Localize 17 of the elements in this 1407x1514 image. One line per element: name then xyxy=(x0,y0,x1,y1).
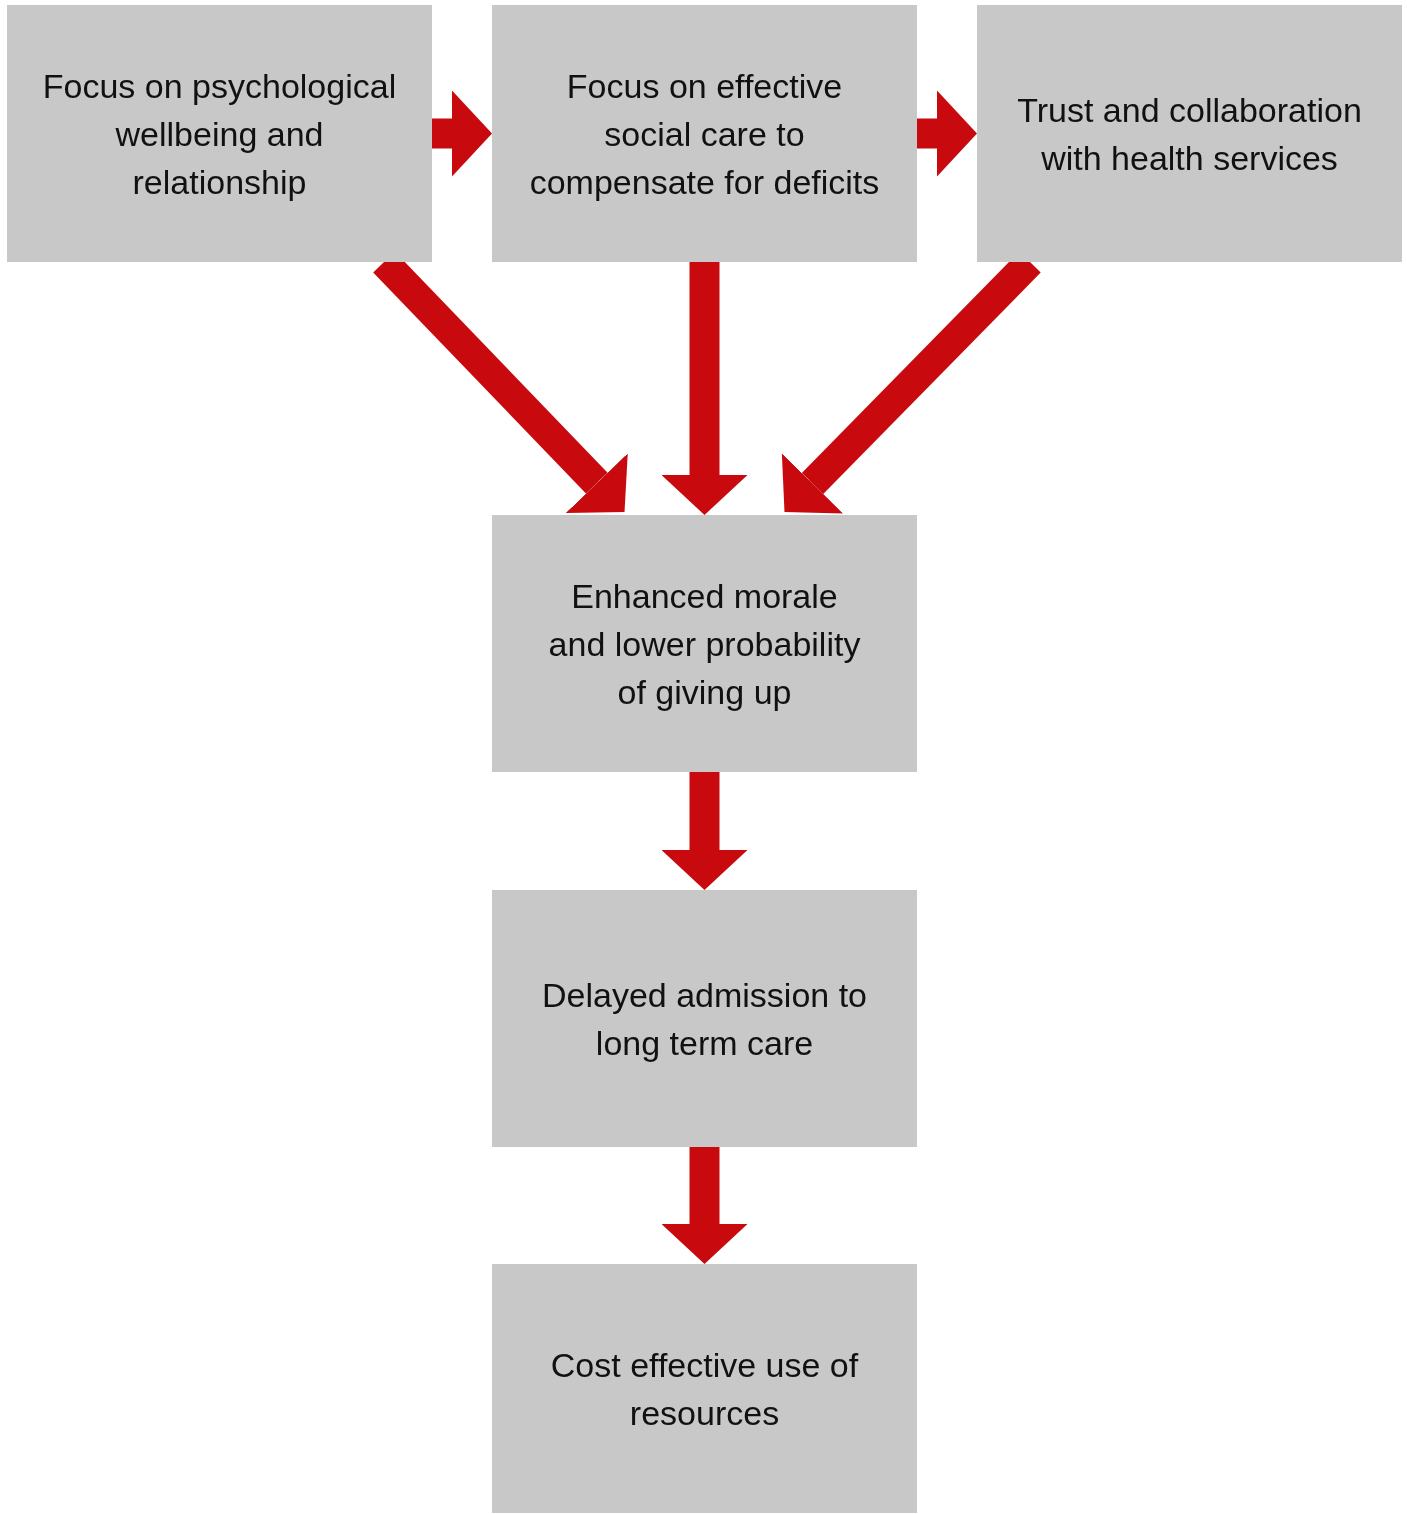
process-box xyxy=(977,5,1402,262)
process-box xyxy=(492,5,917,262)
box-text: Delayed admission to long term care xyxy=(540,974,869,1064)
block-arrow xyxy=(661,262,748,515)
process-box xyxy=(492,890,917,1147)
block-arrow xyxy=(917,90,977,177)
box-text: Trust and collaboration with health services xyxy=(1016,89,1363,179)
block-arrow xyxy=(432,90,492,177)
box-text: Focus on effective social care to compensate for deficits xyxy=(528,65,881,203)
process-box xyxy=(492,1264,917,1513)
box-text: Enhanced morale and lower probability of giving up xyxy=(547,575,862,713)
block-arrow xyxy=(661,772,748,890)
box-text: Cost effective use of resources xyxy=(549,1344,860,1434)
process-box xyxy=(7,5,432,262)
box-text: Focus on psychological wellbeing and relationship xyxy=(41,65,398,203)
block-arrow xyxy=(661,1147,748,1264)
process-box xyxy=(492,515,917,772)
